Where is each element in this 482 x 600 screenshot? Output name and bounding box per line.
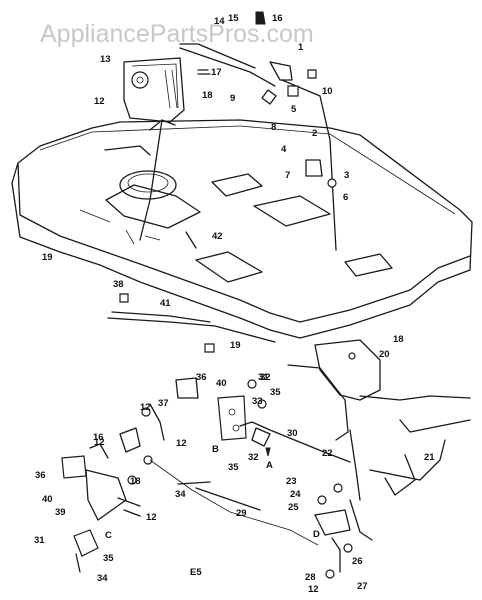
part-label: 23 xyxy=(286,476,297,487)
part-label: 13 xyxy=(100,54,111,65)
part-label: 4 xyxy=(281,144,287,155)
part-label: 5 xyxy=(291,104,297,115)
part-label: 40 xyxy=(42,494,53,505)
part-label: 24 xyxy=(290,489,301,500)
part-label: 22 xyxy=(322,448,333,459)
watermark-text: AppliancePartsPros.com xyxy=(40,20,314,48)
right-side-linkage xyxy=(287,339,471,579)
section-code: E5 xyxy=(190,567,202,578)
part-label: 29 xyxy=(236,508,247,519)
part-label: 12 xyxy=(146,512,157,523)
letter-markers: A B C D xyxy=(105,444,320,541)
part-label: 32 xyxy=(260,372,271,383)
part-label: 40 xyxy=(216,378,227,389)
chassis-frame xyxy=(11,119,473,339)
part-label: 15 xyxy=(228,13,239,24)
marker-letter: C xyxy=(105,530,112,541)
part-label: 19 xyxy=(42,252,53,263)
part-label: 10 xyxy=(322,86,333,97)
part-label: 35 xyxy=(228,462,239,473)
part-label: 21 xyxy=(424,452,435,463)
part-label: 18 xyxy=(130,476,141,487)
part-label: 1 xyxy=(298,42,304,53)
part-label: 35 xyxy=(270,387,281,398)
part-label: 12 xyxy=(140,402,151,413)
part-label: 37 xyxy=(158,398,169,409)
part-label: 36 xyxy=(35,470,46,481)
part-labels: 1 2 3 4 5 6 7 8 9 10 12 13 14 15 16 17 1… xyxy=(34,13,435,595)
part-label: 31 xyxy=(34,535,45,546)
part-label: 36 xyxy=(196,372,207,383)
part-label: 26 xyxy=(352,556,363,567)
upper-bracket-assembly xyxy=(123,11,337,251)
part-label: 12 xyxy=(94,437,105,448)
part-label: 38 xyxy=(113,279,124,290)
part-label: 18 xyxy=(393,334,404,345)
part-label: 34 xyxy=(175,489,186,500)
part-label: 34 xyxy=(97,573,108,584)
part-label: 2 xyxy=(312,128,317,139)
part-label: 8 xyxy=(271,122,276,133)
part-label: 25 xyxy=(288,502,299,513)
arrow-a-icon xyxy=(265,447,271,457)
part-label: 3 xyxy=(344,170,349,181)
part-label: 9 xyxy=(230,93,235,104)
part-label: 31 xyxy=(258,372,269,383)
part-label: 16 xyxy=(93,432,104,443)
part-label: 35 xyxy=(103,553,114,564)
part-label: 7 xyxy=(285,170,290,181)
part-label: 27 xyxy=(357,581,368,592)
lower-left-linkage xyxy=(61,293,351,573)
part-label: 19 xyxy=(230,340,241,351)
part-label: 18 xyxy=(202,90,213,101)
part-label: 42 xyxy=(212,231,223,242)
part-label: 41 xyxy=(160,298,171,309)
part-label: 33 xyxy=(252,396,263,407)
part-label: 16 xyxy=(272,13,283,24)
part-label: 12 xyxy=(176,438,187,449)
part-label: 6 xyxy=(343,192,348,203)
marker-letter: A xyxy=(266,460,273,471)
part-label: 28 xyxy=(305,572,316,583)
part-label: 20 xyxy=(379,349,390,360)
part-label: 14 xyxy=(214,16,225,27)
part-label: 39 xyxy=(55,507,66,518)
part-label: 30 xyxy=(287,428,298,439)
part-label: 12 xyxy=(94,96,105,107)
part-label: 32 xyxy=(248,452,259,463)
marker-letter: B xyxy=(212,444,219,455)
marker-letter: D xyxy=(313,529,320,540)
part-label: 12 xyxy=(308,584,319,595)
part-label: 17 xyxy=(211,67,222,78)
